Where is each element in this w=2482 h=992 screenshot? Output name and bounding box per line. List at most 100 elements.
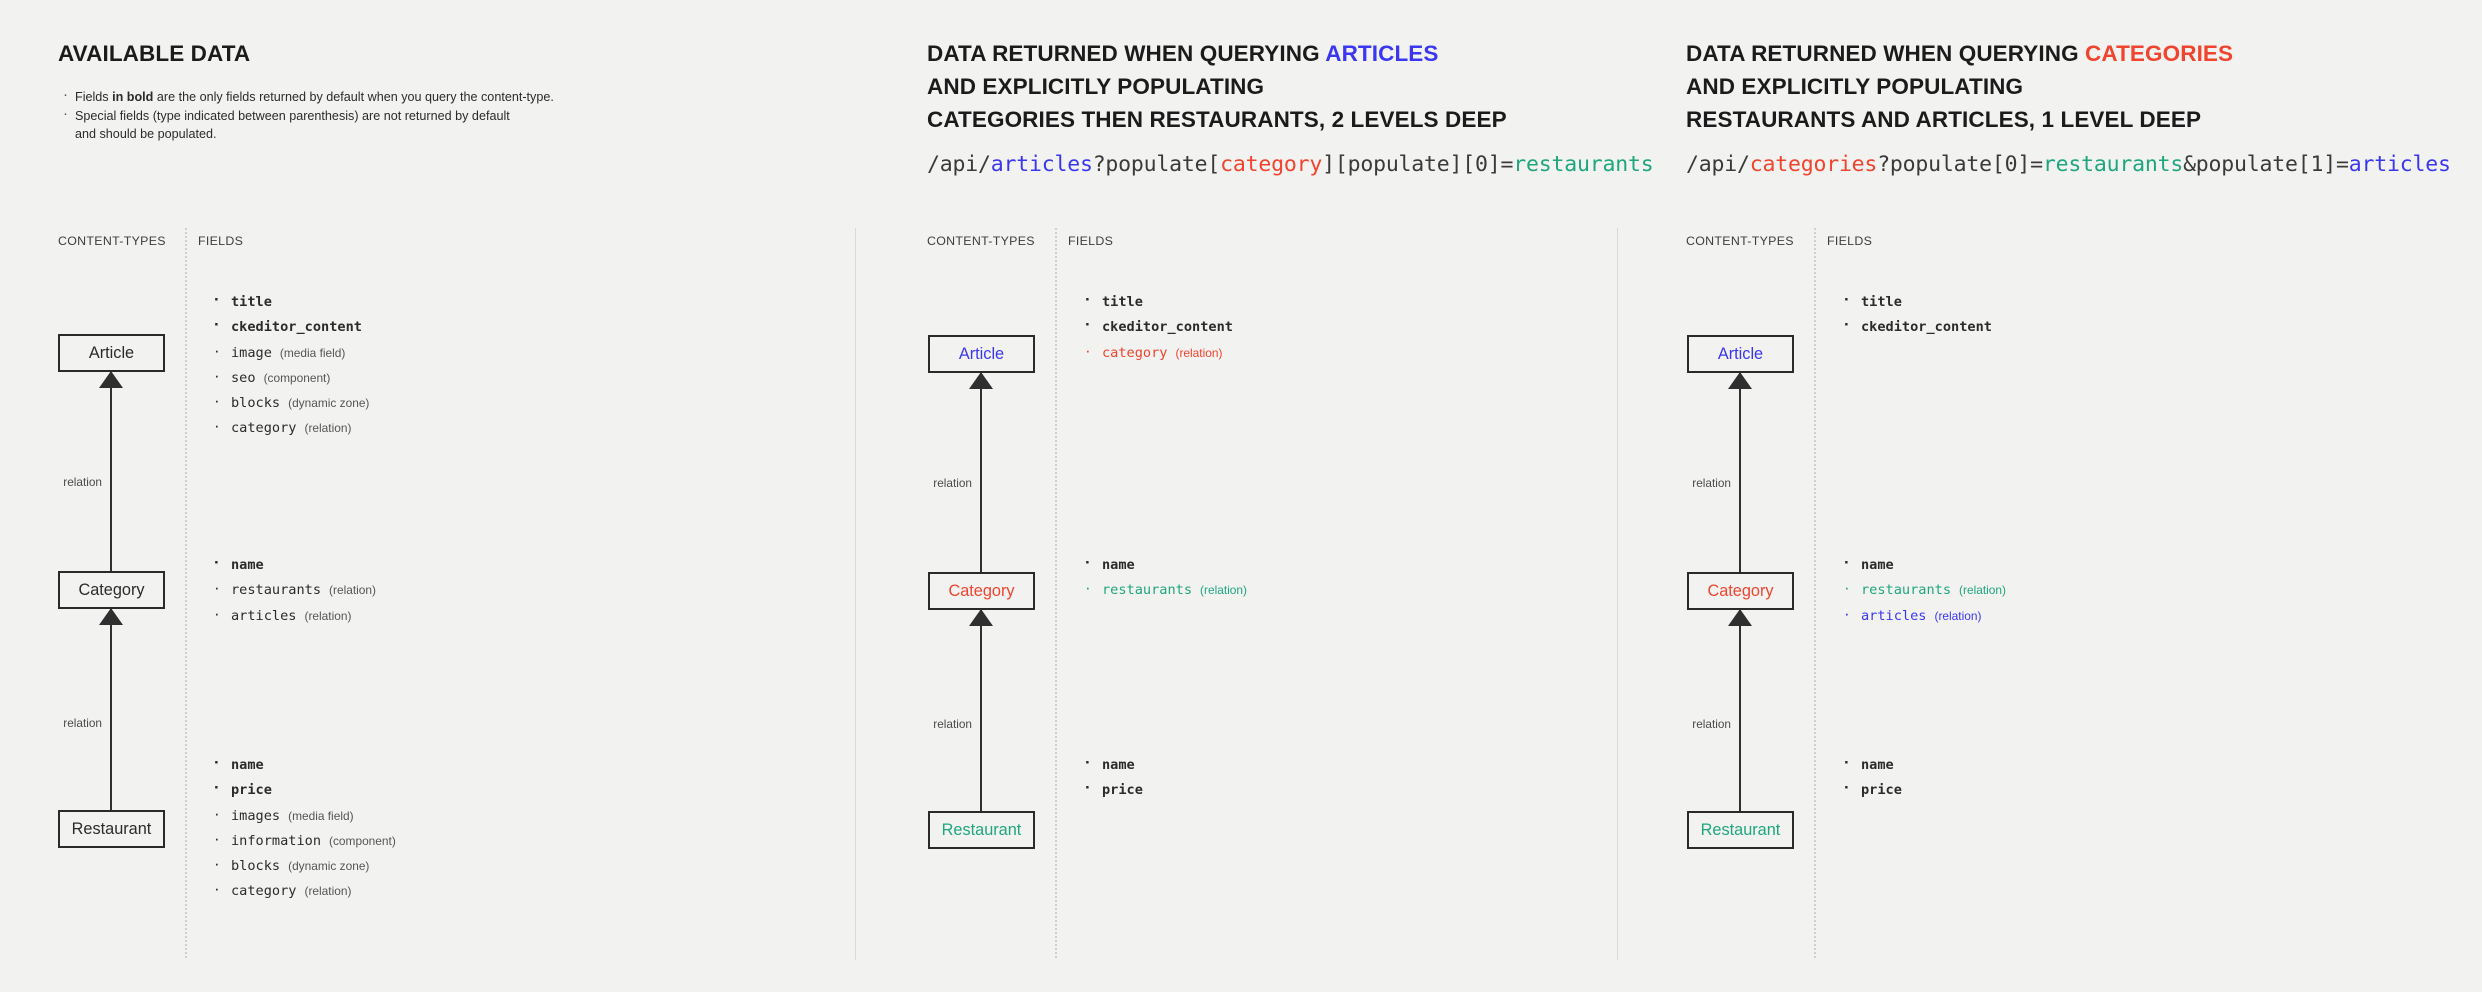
field-row: blocks(dynamic zone)	[212, 851, 396, 879]
note-bold: in bold	[112, 90, 154, 104]
content-type-box-article[interactable]: Article	[58, 334, 165, 372]
field-type: (media field)	[288, 808, 354, 823]
arrow-head-up-icon	[969, 372, 993, 389]
field-name: name	[231, 557, 264, 573]
panel2-heading-accent: ARTICLES	[1325, 41, 1439, 66]
field-name: ckeditor_content	[1102, 319, 1233, 336]
field-name: articles	[231, 607, 297, 624]
field-row: name	[1083, 550, 1247, 578]
content-type-box-category[interactable]: Category	[928, 572, 1035, 610]
field-row: category(relation)	[212, 876, 396, 904]
fields-list-category: name restaurants(relation) articles (relati…	[212, 550, 376, 629]
field-row: restaurants (relation)	[1083, 575, 1247, 603]
relation-label: relation	[60, 714, 105, 731]
panel2-col-content-types: CONTENT-TYPES	[927, 234, 1035, 248]
content-type-box-category[interactable]: Category	[58, 571, 165, 609]
field-type: (relation)	[329, 583, 376, 598]
relation-arrow-article-category: relation	[60, 371, 131, 593]
relation-label: relation	[930, 475, 975, 491]
arrow-line	[980, 610, 983, 837]
field-name: price	[1861, 782, 1902, 799]
arrow-line	[980, 373, 983, 593]
panel-query-articles: DATA RETURNED WHEN QUERYING ARTICLES AND…	[855, 0, 1654, 992]
url-segment: &populate[1]=	[2183, 152, 2349, 177]
relation-arrow-category-restaurant: relation	[60, 608, 131, 837]
field-name: title	[1861, 294, 1902, 310]
content-type-box-article[interactable]: Article	[928, 335, 1035, 373]
field-row: name	[212, 550, 376, 578]
arrow-head-up-icon	[99, 608, 123, 625]
field-type: (relation)	[304, 421, 352, 436]
panel1-heading: AVAILABLE DATA	[58, 41, 251, 66]
field-row: seo(component)	[212, 363, 369, 391]
panel1-col-fields: FIELDS	[198, 234, 244, 248]
relation-arrow-article-category: relation	[1689, 372, 1760, 594]
field-name: category	[231, 420, 297, 437]
panel-available-data: AVAILABLE DATA Fields in bold are the on…	[0, 0, 855, 992]
fields-list-category: name restaurants (relation)	[1083, 550, 1247, 604]
panel1-col-content-types: CONTENT-TYPES	[58, 234, 166, 248]
field-name: seo	[231, 369, 256, 386]
field-row: name	[1842, 550, 2006, 578]
panel-divider-1	[855, 228, 856, 960]
panel3-heading-line1: DATA RETURNED WHEN QUERYING CATEGORIES	[1686, 38, 2233, 71]
arrow-head-up-icon	[969, 609, 993, 626]
fields-list-restaurant: namepriceimages(media field)information(…	[212, 750, 396, 905]
url-segment: restaurants	[2042, 152, 2184, 177]
field-name: blocks	[231, 858, 281, 875]
content-type-box-restaurant[interactable]: Restaurant	[928, 811, 1035, 849]
content-type-box-article[interactable]: Article	[1687, 335, 1794, 373]
field-row: image(media field)	[212, 338, 369, 366]
fields-list-article: titleckeditor_contentimage(media field)s…	[212, 287, 369, 442]
content-type-box-restaurant[interactable]: Restaurant	[58, 810, 165, 848]
panel3-col-fields: FIELDS	[1827, 234, 1873, 248]
url-segment: categories	[1749, 152, 1878, 177]
field-type: (relation)	[1959, 583, 2006, 598]
url-segment: articles	[2348, 152, 2451, 177]
arrow-head-up-icon	[99, 371, 123, 388]
panel2-heading-line1: DATA RETURNED WHEN QUERYING ARTICLES	[927, 38, 1439, 71]
field-row: price	[212, 775, 396, 803]
panel1-notes: Fields in bold are the only fields retur…	[62, 86, 554, 144]
field-row: title	[212, 287, 369, 315]
panel2-heading-prefix: DATA RETURNED WHEN QUERYING	[927, 41, 1326, 66]
url-segment: articles	[990, 152, 1093, 177]
field-name: images	[231, 807, 281, 824]
field-name: name	[1861, 557, 1894, 573]
field-name: restaurants	[1102, 582, 1193, 599]
panel3-heading-prefix: DATA RETURNED WHEN QUERYING	[1686, 41, 2086, 66]
panel2-col-fields: FIELDS	[1068, 234, 1114, 248]
arrow-head-up-icon	[1728, 372, 1752, 389]
arrow-line	[1739, 610, 1742, 837]
field-row: articles (relation)	[212, 601, 376, 629]
field-row: restaurants(relation)	[212, 575, 376, 603]
field-row: category (relation)	[212, 413, 369, 441]
arrow-line	[110, 609, 113, 836]
field-name: price	[1102, 782, 1143, 799]
relation-arrow-article-category: relation	[930, 372, 1001, 594]
field-type: (relation)	[1200, 583, 1247, 598]
note-pre: Fields	[75, 90, 113, 104]
field-name: name	[1102, 557, 1135, 573]
content-type-box-category[interactable]: Category	[1687, 572, 1794, 610]
relation-label: relation	[1689, 715, 1734, 732]
note-item: Special fields (type indicated between p…	[62, 105, 554, 126]
field-row: price	[1083, 775, 1143, 803]
field-name: articles	[1861, 607, 1927, 624]
fields-list-category: name restaurants(relation) articles (relati…	[1842, 550, 2006, 629]
relation-label: relation	[60, 474, 105, 490]
note-post: are the only fields returned by default …	[153, 90, 554, 104]
panel-query-categories: DATA RETURNED WHEN QUERYING CATEGORIES A…	[1617, 0, 2482, 992]
field-name: category	[231, 883, 297, 900]
url-segment: /api/	[927, 152, 991, 177]
panel3-heading-line2: AND EXPLICITLY POPULATING	[1686, 74, 2024, 99]
field-row: name	[212, 750, 396, 778]
field-type: (relation)	[304, 608, 352, 623]
field-row: blocks(dynamic zone)	[212, 388, 369, 416]
url-segment: ?populate[0]=	[1877, 152, 2043, 177]
content-type-box-restaurant[interactable]: Restaurant	[1687, 811, 1794, 849]
panel3-api-url: /api/categories?populate[0]=restaurants&…	[1686, 152, 2451, 177]
field-row: restaurants(relation)	[1842, 575, 2006, 603]
panel3-heading-accent: CATEGORIES	[2085, 41, 2234, 66]
